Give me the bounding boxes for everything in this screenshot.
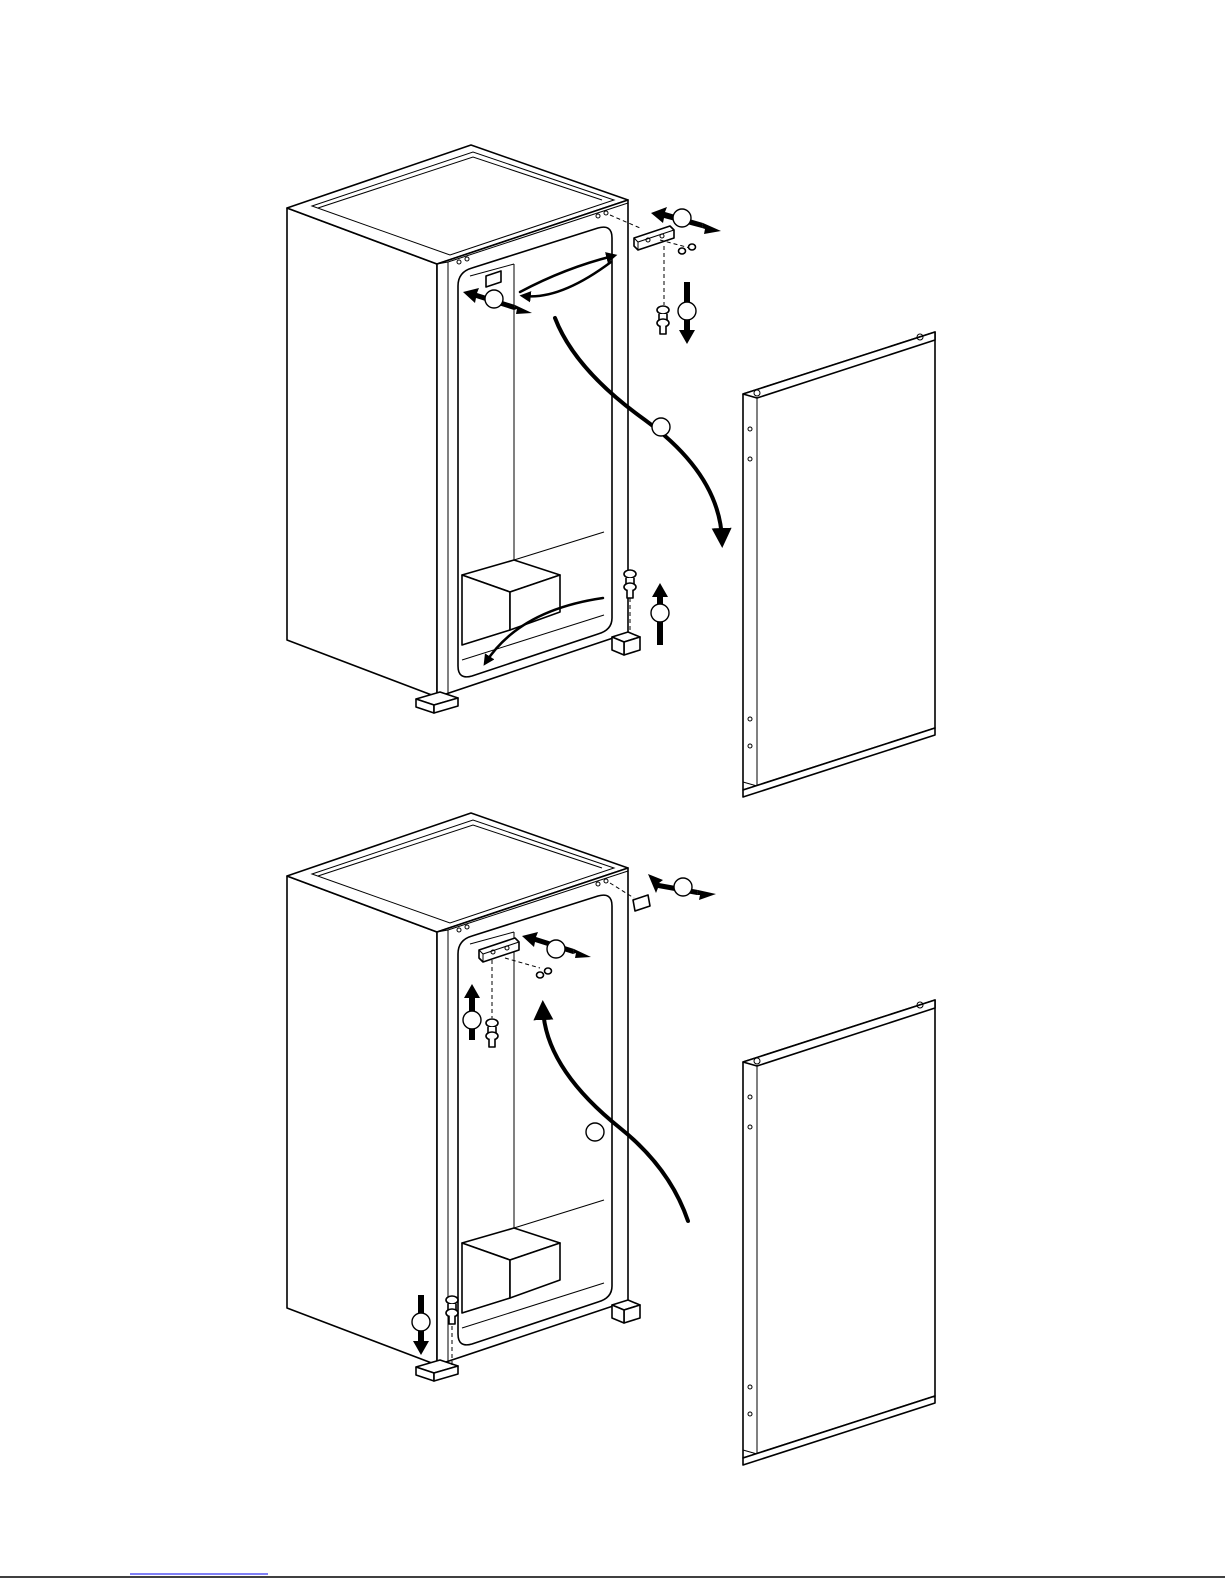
- step-marker: [651, 604, 669, 622]
- step-marker: [674, 878, 692, 896]
- step-marker: [652, 418, 670, 436]
- step-marker: [678, 302, 696, 320]
- step-marker: [586, 1123, 604, 1141]
- screw: [679, 248, 686, 254]
- door-panel-bottom: [743, 1000, 935, 1465]
- screw: [537, 972, 544, 978]
- screw: [689, 244, 696, 250]
- panel-bottom: [287, 813, 935, 1465]
- hinge-bracket-top: [634, 226, 674, 250]
- fridge-cabinet-top: [287, 145, 628, 713]
- step-marker: [547, 940, 565, 958]
- step-marker: [485, 290, 503, 308]
- cover-plate: [633, 895, 650, 911]
- step-marker: [673, 209, 691, 227]
- door-panel-top: [743, 332, 935, 797]
- fridge-cabinet-bottom: [287, 813, 628, 1381]
- step-marker: [463, 1011, 481, 1029]
- panel-top: [287, 145, 935, 797]
- pivot-pin-upper: [657, 306, 669, 334]
- step-marker: [412, 1313, 430, 1331]
- screw: [545, 968, 552, 974]
